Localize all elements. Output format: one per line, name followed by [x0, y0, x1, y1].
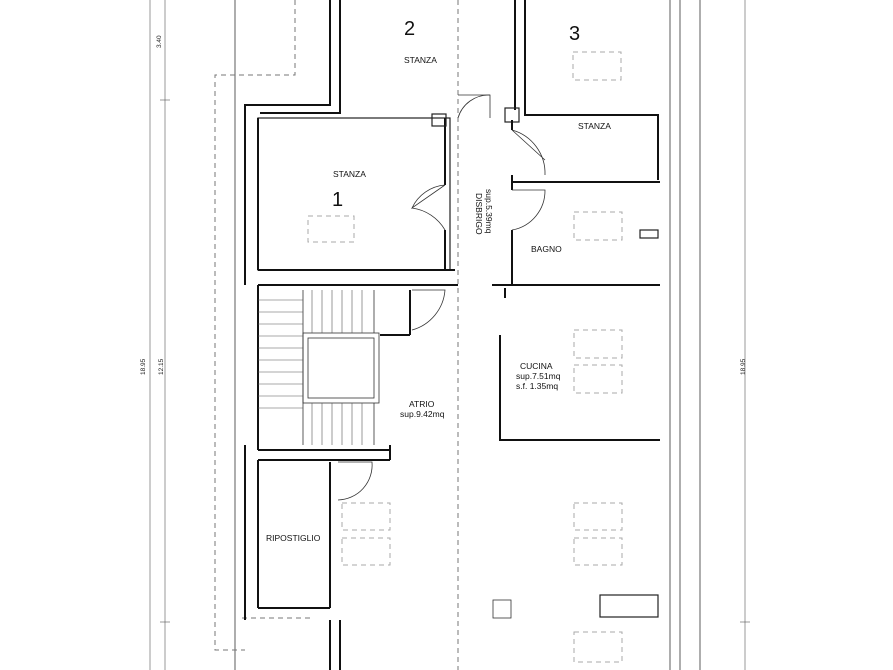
roof-outline [234, 0, 701, 670]
cucina-area: sup.7.51mq [516, 371, 561, 381]
cucina-window: s.f. 1.35mq [516, 381, 558, 391]
dimension-lines [149, 0, 750, 670]
atrio-name: ATRIO [409, 399, 435, 409]
dimension-labels: 3.40 18.95 12.15 18.95 [140, 35, 747, 375]
disbrigo-area: sup.5.39mq [484, 189, 494, 234]
skylights [307, 51, 623, 663]
room-3-number: 3 [569, 23, 580, 45]
staircase [258, 290, 380, 445]
room-1-number: 1 [332, 189, 343, 211]
dimension-top-left: 3.40 [156, 35, 163, 48]
dimension-left-total: 18.95 [140, 358, 147, 375]
dimension-right-total: 18.95 [740, 358, 747, 375]
disbrigo-name: DISBRIGO [474, 193, 484, 235]
atrio-area: sup.9.42mq [400, 409, 445, 419]
room-2-number: 2 [404, 18, 415, 40]
dashed-outlines [214, 0, 459, 670]
bagno-name: BAGNO [531, 244, 562, 254]
door-swings [337, 94, 546, 501]
room-3-name: STANZA [578, 121, 611, 131]
room-labels: 1 STANZA 2 STANZA 3 STANZA BAGNO CUCINA … [266, 18, 611, 543]
walls [244, 0, 660, 670]
room-2-name: STANZA [404, 55, 437, 65]
cucina-name: CUCINA [520, 361, 553, 371]
room-1-name: STANZA [333, 169, 366, 179]
dimension-left-middle: 12.15 [158, 358, 165, 375]
ripostiglio-name: RIPOSTIGLIO [266, 533, 321, 543]
